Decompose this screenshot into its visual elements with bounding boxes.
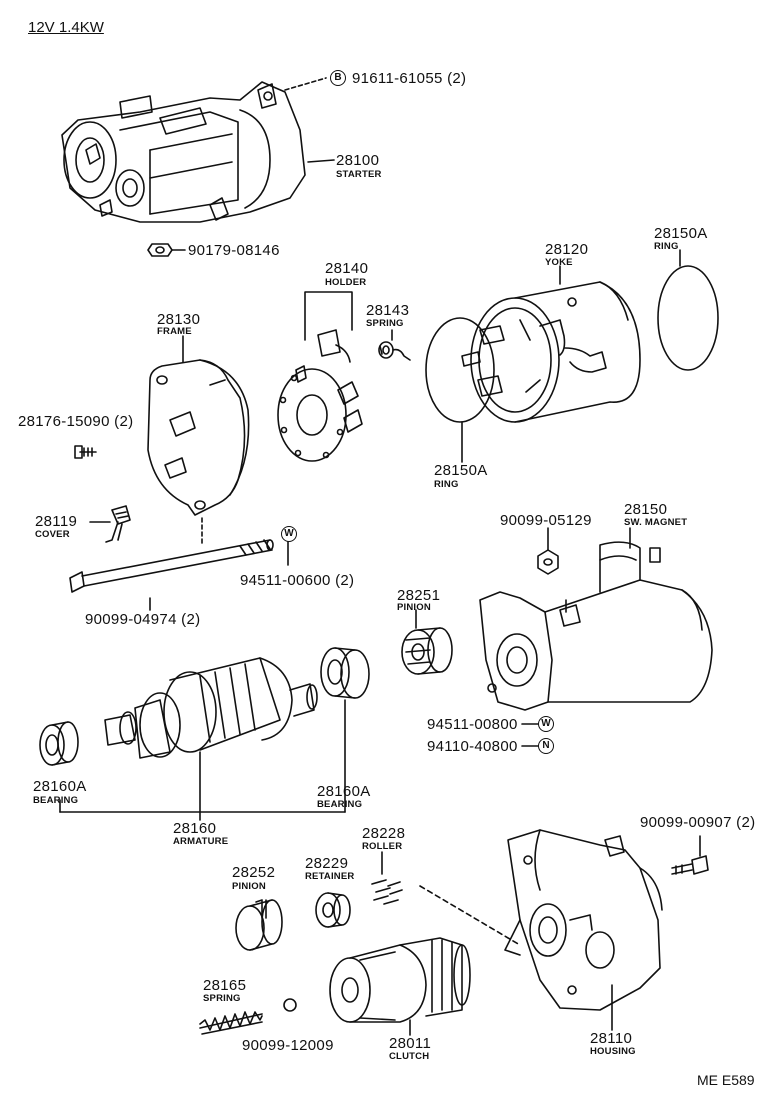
part-number-label: 90099-12009 <box>242 1037 334 1054</box>
part-number-label: 90099-05129 <box>500 512 592 529</box>
part-name-label: COVER <box>35 529 70 540</box>
spring-28165-drawing <box>200 1012 262 1034</box>
part-number-label: 28176-15090 (2) <box>18 413 134 430</box>
ring-right-drawing <box>658 266 718 370</box>
part-number-label: 28143 <box>366 302 410 319</box>
ring-left-drawing <box>426 318 494 422</box>
part-name-label: PINION <box>232 881 266 892</box>
part-name-label: STARTER <box>336 169 382 180</box>
spring-28143-drawing <box>379 342 410 360</box>
screw-28176-drawing <box>75 446 96 458</box>
part-name-label: ARMATURE <box>173 836 229 847</box>
leader-line <box>305 292 352 340</box>
pinion-28251-drawing <box>402 628 452 674</box>
leader-line <box>420 886 520 945</box>
part-number-label: 28229 <box>305 855 349 872</box>
bolt-90099-00907-drawing <box>672 856 708 874</box>
frame-drawing <box>148 360 249 515</box>
part-name-label: SW. MAGNET <box>624 517 688 528</box>
clutch-drawing <box>330 938 470 1022</box>
part-number-label: 28110 <box>590 1030 633 1047</box>
part-number-label: 28119 <box>35 513 78 530</box>
symbol-w-marker: W <box>281 526 297 542</box>
leader-line <box>285 78 326 90</box>
part-name-label: SPRING <box>366 318 404 329</box>
part-number-label: 28150 <box>624 501 668 518</box>
part-name-label: FRAME <box>157 326 192 337</box>
part-number-label: 90099-04974 (2) <box>85 611 201 628</box>
page-code: ME E589 <box>697 1072 755 1088</box>
solenoid-switch-drawing <box>480 542 712 710</box>
part-number-label: 28150A <box>434 462 488 479</box>
armature-drawing <box>105 658 317 758</box>
part-number-label: 28228 <box>362 825 406 842</box>
diagram-title: 12V 1.4KW <box>28 19 104 36</box>
ball-drawing <box>284 999 296 1011</box>
part-name-label: CLUTCH <box>389 1051 430 1062</box>
part-number-label: 28252 <box>232 864 276 881</box>
part-name-label: BEARING <box>33 795 79 806</box>
starter-assembly-drawing <box>62 82 305 222</box>
housing-drawing <box>505 830 662 1010</box>
retainer-drawing <box>316 893 350 927</box>
part-number-label: 90099-00907 (2) <box>640 814 756 831</box>
part-name-label: RING <box>434 479 459 490</box>
part-number-label: 28165 <box>203 977 247 994</box>
part-name-label: BEARING <box>317 799 363 810</box>
part-name-label: RETAINER <box>305 871 355 882</box>
part-number-label: 28130 <box>157 311 201 328</box>
leader-line <box>60 700 345 812</box>
part-number-label: 28140 <box>325 260 369 277</box>
part-number-label: 28160A <box>317 783 371 800</box>
part-number-label: 90179-08146 <box>188 242 280 259</box>
part-number-label: 28160A <box>33 778 87 795</box>
brush-holder-drawing <box>278 330 362 461</box>
part-number-label: 28150A <box>654 225 708 242</box>
part-name-label: HOUSING <box>590 1046 636 1057</box>
part-name-label: YOKE <box>545 257 573 268</box>
part-name-label: ROLLER <box>362 841 403 852</box>
yoke-drawing <box>462 282 640 422</box>
symbol-n-marker: N <box>538 738 554 754</box>
part-number-label: 94511-00600 (2) <box>240 572 355 589</box>
leader-line <box>308 160 334 162</box>
part-name-label: RING <box>654 241 679 252</box>
part-number-label: 94110-40800 <box>427 738 518 755</box>
part-number-label: 28100 <box>336 152 380 169</box>
bearing-right-drawing <box>321 648 369 698</box>
part-number-label: 28011 <box>389 1035 432 1052</box>
nut-90099-05129-drawing <box>538 550 558 574</box>
symbol-b-marker: B <box>330 70 346 86</box>
part-name-label: PINION <box>397 602 431 613</box>
part-number-label: 28251 <box>397 587 441 604</box>
part-number-label: 91611-61055 (2) <box>352 70 467 87</box>
part-name-label: SPRING <box>203 993 241 1004</box>
cover-drawing <box>106 506 130 542</box>
symbol-w-marker: W <box>538 716 554 732</box>
part-number-label: 28120 <box>545 241 589 258</box>
through-bolt-drawing <box>70 540 273 592</box>
part-number-label: 94511-00800 <box>427 716 518 733</box>
part-name-label: HOLDER <box>325 277 367 288</box>
part-number-label: 28160 <box>173 820 217 837</box>
bearing-left-drawing <box>40 722 78 765</box>
nut-90179-drawing <box>148 244 185 256</box>
roller-drawing <box>372 880 402 904</box>
pinion-28252-drawing <box>236 900 282 950</box>
